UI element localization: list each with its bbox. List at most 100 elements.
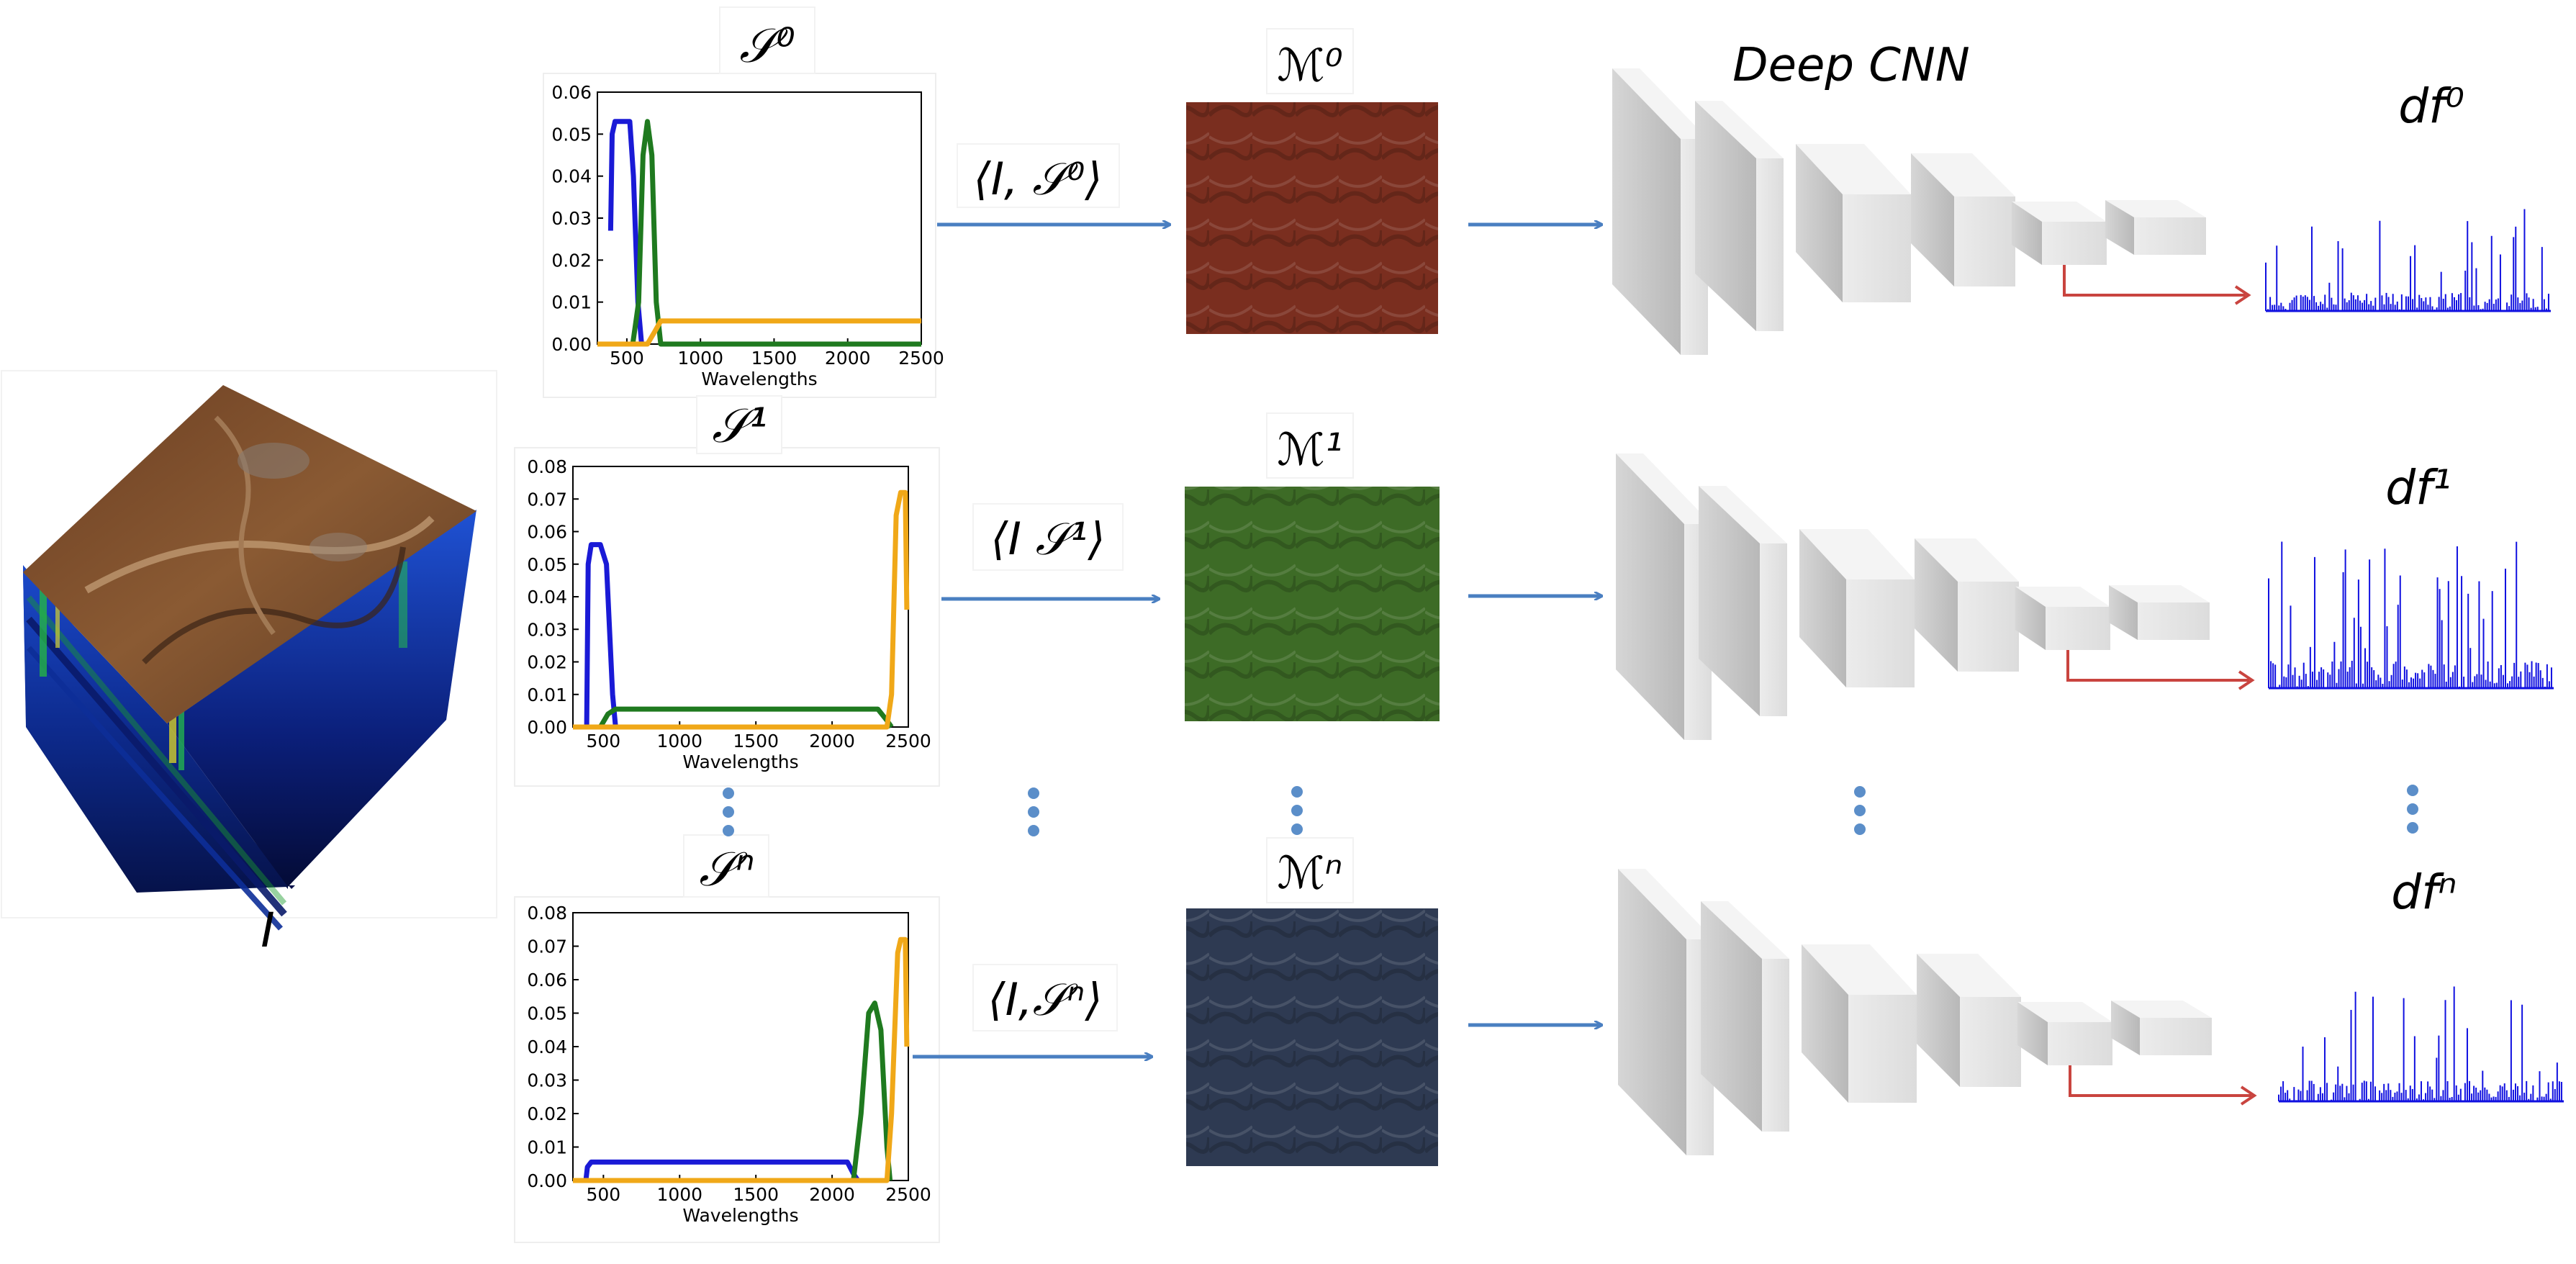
x-axis-label: Wavelengths <box>682 1205 798 1226</box>
x-tick-label: 2500 <box>885 731 931 751</box>
y-tick-label: 0.08 <box>527 456 567 477</box>
layer-top <box>2012 202 2107 222</box>
map-label: ℳ⁰ <box>1277 39 1342 91</box>
cnn-stack-n <box>1618 869 2257 1155</box>
y-tick-label: 0.02 <box>527 652 567 673</box>
y-tick-label: 0.01 <box>527 1137 567 1158</box>
filter-label-box <box>696 395 782 454</box>
x-tick-label: 500 <box>587 1184 621 1205</box>
map-texture <box>1185 487 1440 721</box>
feature-map-1: ℳ¹ <box>1185 412 1440 721</box>
cnn-layer-5 <box>2015 587 2110 650</box>
filter-label: 𝒮¹ <box>712 398 768 453</box>
ellipsis-filter <box>723 787 734 836</box>
layer-side <box>2017 1002 2048 1065</box>
map-label: ℳⁿ <box>1277 847 1342 899</box>
y-tick-label: 0.08 <box>527 903 567 924</box>
filter-chart-n: 𝒮ⁿ 0.000.010.020.030.040.050.060.070.085… <box>514 834 940 1243</box>
layer-side <box>2105 200 2134 255</box>
series-blue-line <box>584 542 618 728</box>
y-tick-label: 0.06 <box>527 970 567 990</box>
layer-side <box>1802 944 1848 1103</box>
hyperspectral-cube: I <box>1 370 497 958</box>
cnn-layer-3 <box>1799 529 1915 687</box>
layer-front <box>2042 222 2107 265</box>
inner-product-label: ⟨I, 𝒮⁰⟩ <box>974 153 1103 205</box>
layer-front <box>2048 1022 2112 1065</box>
layer-side <box>2012 202 2042 265</box>
layer-side <box>1911 153 1954 286</box>
layer-side <box>1796 144 1843 302</box>
ellipsis-feature <box>2407 785 2418 834</box>
map-texture <box>1186 908 1438 1166</box>
cnn-layer-2 <box>1701 901 1789 1132</box>
layer-side <box>1699 486 1760 716</box>
y-tick-label: 0.01 <box>527 685 567 705</box>
filter-label-box <box>683 834 769 898</box>
y-tick-label: 0.06 <box>551 82 592 103</box>
layer-top <box>1915 538 2019 582</box>
x-axis-label: Wavelengths <box>701 369 817 389</box>
x-tick-label: 1000 <box>677 348 723 369</box>
y-tick-label: 0.04 <box>527 1037 567 1057</box>
layer-top <box>2111 1001 2212 1018</box>
x-tick-label: 2500 <box>885 1184 931 1205</box>
inner-product-label-box <box>972 964 1118 1031</box>
layer-top <box>2109 585 2210 602</box>
layer-front <box>1760 543 1787 716</box>
y-tick-label: 0.05 <box>527 554 567 575</box>
layer-top <box>1917 954 2021 997</box>
y-tick-label: 0.05 <box>551 124 592 145</box>
layer-front <box>1960 997 2021 1087</box>
inner-product-label: ⟨I 𝒮¹⟩ <box>990 513 1105 565</box>
cnn-layer-6 <box>2105 200 2206 255</box>
feature-label: dfⁿ <box>2391 865 2457 920</box>
inner-product-label-box <box>972 503 1124 571</box>
layer-front <box>1954 197 2015 286</box>
output-arrow <box>2069 1065 2251 1097</box>
map-texture <box>1186 102 1438 334</box>
cnn-layer-5 <box>2017 1002 2112 1065</box>
y-tick-label: 0.05 <box>527 1003 567 1024</box>
series-green-line <box>630 119 921 347</box>
inner-product-label-box <box>957 143 1120 208</box>
y-tick-label: 0.00 <box>527 717 567 738</box>
layer-front <box>1958 582 2019 672</box>
y-tick-label: 0.02 <box>527 1103 567 1124</box>
layer-front <box>2140 1018 2212 1055</box>
layer-side <box>1917 954 1960 1087</box>
deep-feature-n: dfⁿ <box>2278 865 2564 1103</box>
cube-top-face <box>23 385 476 723</box>
y-tick-label: 0.04 <box>527 587 567 608</box>
filter-label: 𝒮⁰ <box>739 18 795 73</box>
y-tick-label: 0.02 <box>551 250 592 271</box>
cnn-layer-1 <box>1612 68 1708 355</box>
y-tick-label: 0.04 <box>551 166 592 187</box>
series-orange-line <box>573 936 910 1183</box>
layer-side <box>1799 529 1846 687</box>
x-tick-label: 1500 <box>733 1184 779 1205</box>
layer-top <box>1796 144 1911 194</box>
layer-side <box>1701 901 1762 1132</box>
layer-top <box>1701 901 1789 959</box>
cnn-layer-4 <box>1915 538 2019 672</box>
x-tick-label: 2000 <box>825 348 871 369</box>
layer-top <box>1695 101 1784 158</box>
layer-front <box>1756 158 1784 331</box>
layer-side <box>2109 585 2138 640</box>
filter-chart-1: 𝒮¹ 0.000.010.020.030.040.050.060.070.085… <box>514 395 940 787</box>
y-tick-label: 0.03 <box>527 619 567 640</box>
y-tick-label: 0.07 <box>527 489 567 510</box>
x-tick-label: 1000 <box>656 731 702 751</box>
ellipsis-inner-product <box>1028 787 1039 836</box>
map-label: ℳ¹ <box>1277 423 1342 476</box>
output-arrowhead <box>2234 285 2251 305</box>
cnn-layer-2 <box>1695 101 1784 331</box>
ellipsis-cnn <box>1854 786 1866 835</box>
y-tick-label: 0.03 <box>551 208 592 229</box>
output-arrowhead <box>2240 1085 2257 1106</box>
cnn-layer-4 <box>1911 153 2015 286</box>
x-tick-label: 2500 <box>898 348 944 369</box>
map-label-box <box>1266 837 1354 903</box>
x-tick-label: 1500 <box>751 348 797 369</box>
